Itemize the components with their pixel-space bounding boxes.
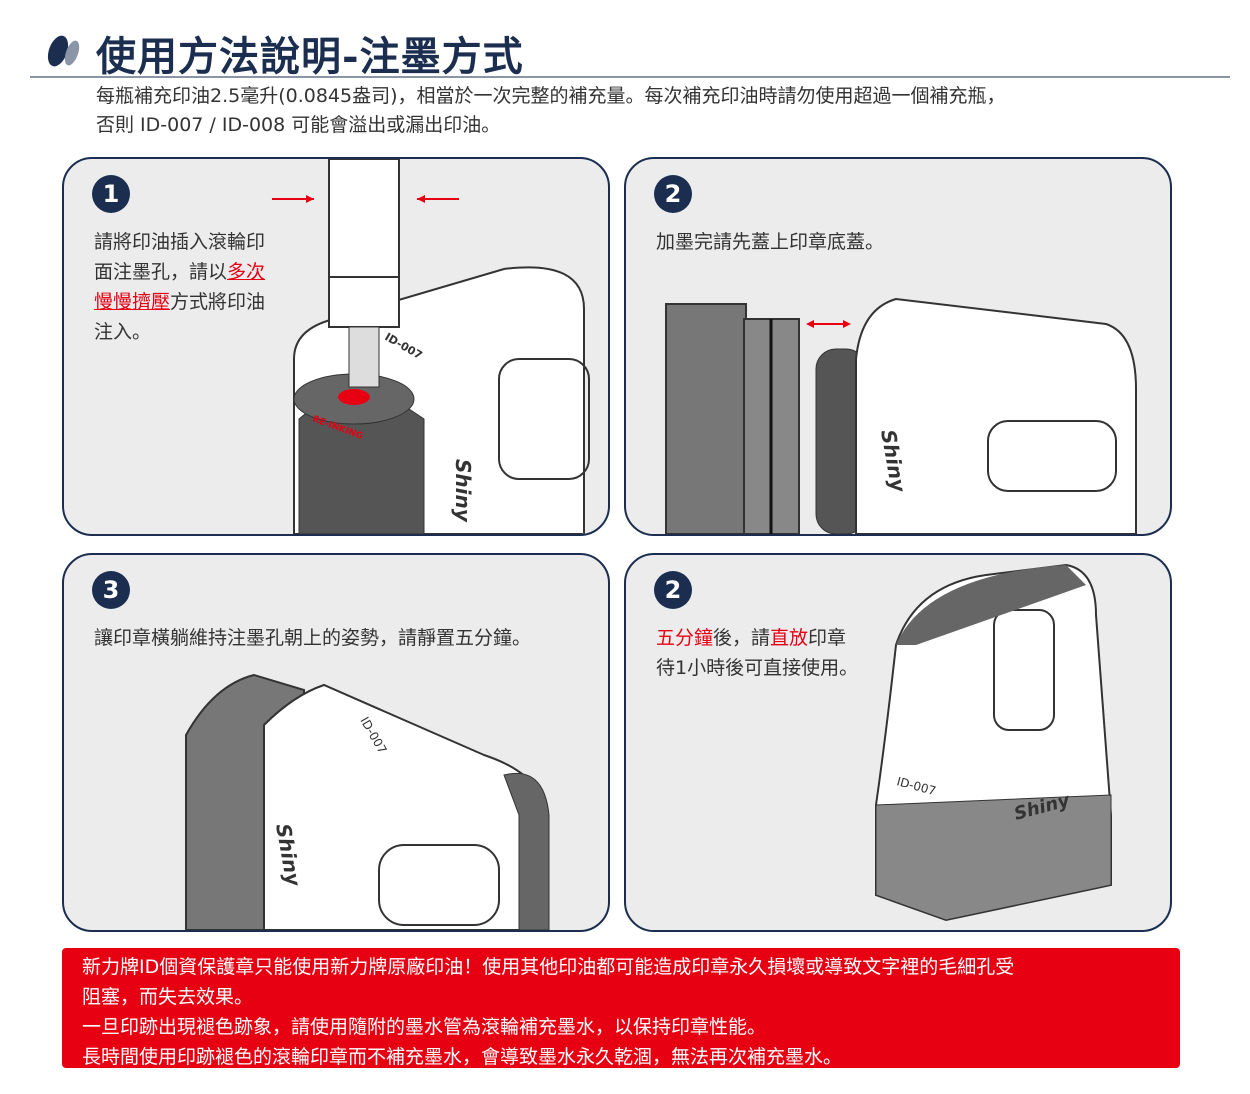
warning-box: 新力牌ID個資保護章只能使用新力牌原廠印油！使用其他印油都可能造成印章永久損壞或…: [62, 948, 1180, 1068]
warning-line: 阻塞，而失去效果。: [82, 986, 254, 1008]
rest-illustration: ID-007 Shiny: [185, 673, 550, 930]
cap-illustration: Shiny: [665, 297, 1137, 534]
divider: [30, 76, 1230, 78]
step-text: 加墨完請先蓋上印章底蓋。: [656, 231, 885, 253]
step-panel-4: ID-007 Shiny 2 五分鐘後，請直放印章 待1小時後可直接使用。: [624, 553, 1172, 932]
logo-icon: [47, 35, 80, 67]
text: 印章: [808, 627, 847, 649]
refill-illustration: RE-INKING ID-007 Shiny: [272, 159, 590, 534]
emphasis-text: 多次: [227, 261, 266, 283]
emphasis-text: 直放: [770, 627, 809, 649]
intro-line: 否則 ID-007 / ID-008 可能會溢出或漏出印油。: [96, 114, 501, 136]
warning-line: 新力牌ID個資保護章只能使用新力牌原廠印油！使用其他印油都可能造成印章永久損壞或…: [82, 956, 1015, 978]
text: 方式將印油: [170, 291, 266, 313]
text: 請將印油插入滾輪印: [94, 231, 266, 253]
brand-logo: Shiny: [451, 459, 475, 523]
emphasis-text: 慢慢擠壓: [94, 291, 171, 313]
step-panel-1: RE-INKING ID-007 Shiny 1 請將印油插入滾輪印 面注墨孔，…: [62, 157, 610, 536]
step-number: 3: [92, 571, 130, 609]
step-number: 1: [92, 175, 130, 213]
step-text: 讓印章橫躺維持注墨孔朝上的姿勢，請靜置五分鐘。: [94, 627, 532, 649]
step-panel-3: ID-007 Shiny 3 讓印章橫躺維持注墨孔朝上的姿勢，請靜置五分鐘。: [62, 553, 610, 932]
step-number: 2: [654, 571, 692, 609]
step-text: 五分鐘後，請直放印章 待1小時後可直接使用。: [656, 623, 858, 683]
intro-text: 每瓶補充印油2.5毫升(0.0845盎司)，相當於一次完整的補充量。每次補充印油…: [96, 82, 1006, 140]
step-text: 請將印油插入滾輪印 面注墨孔，請以多次 慢慢擠壓方式將印油 注入。: [94, 227, 265, 347]
page-title: 使用方法說明-注墨方式: [96, 33, 524, 80]
text: 待1小時後可直接使用。: [656, 657, 859, 679]
text: 面注墨孔，請以: [94, 261, 228, 283]
emphasis-text: 五分鐘: [656, 627, 714, 649]
step-number: 2: [654, 175, 692, 213]
intro-line: 每瓶補充印油2.5毫升(0.0845盎司)，相當於一次完整的補充量。每次補充印油…: [96, 85, 1006, 107]
step-panel-2: Shiny 2 加墨完請先蓋上印章底蓋。: [624, 157, 1172, 536]
text: 後，請: [713, 627, 771, 649]
warning-line: 長時間使用印跡褪色的滾輪印章而不補充墨水，會導致墨水永久乾涸，無法再次補充墨水。: [82, 1046, 843, 1068]
text: 注入。: [94, 321, 152, 343]
upright-illustration: ID-007 Shiny: [875, 563, 1112, 922]
warning-line: 一旦印跡出現褪色跡象，請使用隨附的墨水管為滾輪補充墨水，以保持印章性能。: [82, 1016, 767, 1038]
